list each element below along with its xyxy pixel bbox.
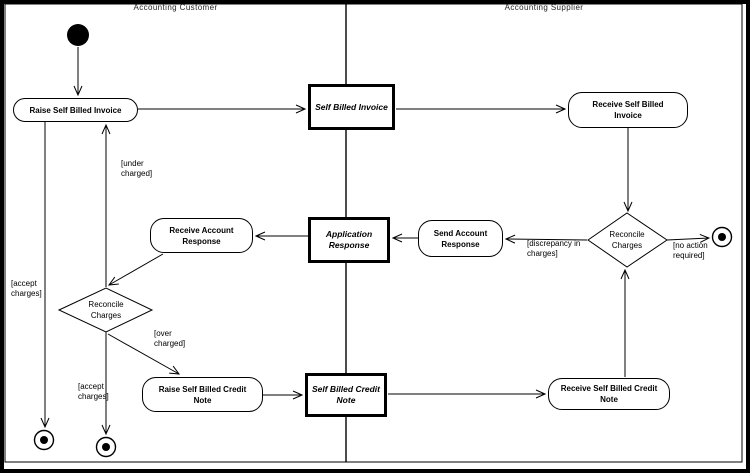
final-node-no-action (711, 226, 733, 248)
object-self-billed-invoice: Self Billed Invoice (308, 84, 395, 130)
decision-reconcile-charges-customer (57, 287, 154, 333)
decision-reconcile-charges-supplier (587, 212, 668, 268)
node-receive-account-response: Receive Account Response (150, 218, 253, 253)
node-raise-self-billed-invoice: Raise Self Billed Invoice (13, 98, 138, 122)
label-reconcile-charges-customer: Reconcile Charges (88, 300, 124, 320)
node-send-account-response: Send Account Response (418, 220, 503, 257)
guard-under-charged: [under charged] (121, 159, 153, 178)
lane-title-accounting-customer: Accounting Customer (133, 3, 218, 12)
final-node-accept-1 (33, 429, 55, 451)
object-application-response: Application Response (308, 217, 390, 263)
guard-no-action-required: [no action required] (673, 241, 708, 260)
lane-title-accounting-supplier: Accounting Supplier (504, 3, 584, 12)
swimlane-frame (4, 3, 743, 463)
edge-decision-customer-to-raise-credit-note (107, 333, 179, 374)
label-reconcile-charges-supplier: Reconcile Charges (609, 230, 645, 250)
final-node-accept-2 (95, 436, 117, 458)
node-raise-self-billed-credit-note: Raise Self Billed Credit Note (142, 377, 263, 412)
node-receive-self-billed-credit-note: Receive Self Billed Credit Note (548, 378, 670, 410)
initial-node (67, 24, 89, 46)
object-self-billed-credit-note: Self Billed Credit Note (305, 373, 387, 417)
node-receive-self-billed-invoice: Receive Self Billed Invoice (568, 92, 688, 128)
edge-decision-supplier-to-send-response (506, 239, 588, 240)
guard-accept-charges-left: [accept charges] (11, 279, 42, 298)
edge-decision-supplier-to-final (666, 238, 709, 240)
guard-accept-charges-mid: [accept charges] (78, 382, 109, 401)
guard-discrepancy-in-charges: [discrepancy in charges] (527, 239, 581, 258)
guard-over-charged: [over charged] (154, 329, 186, 348)
edge-receive-response-to-decision-customer (109, 253, 164, 285)
